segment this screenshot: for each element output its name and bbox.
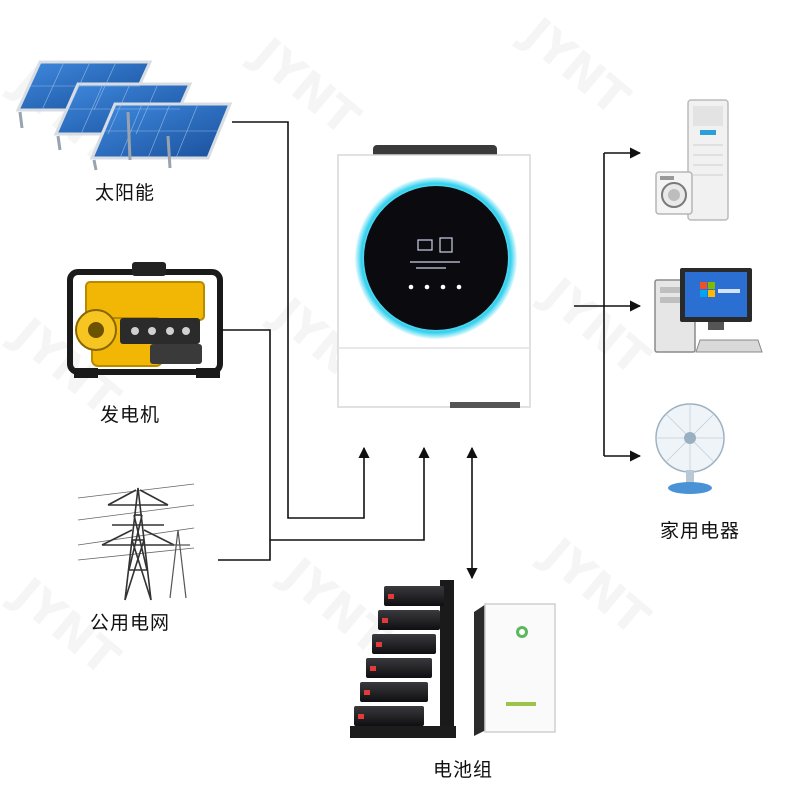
svg-text:JYNT: JYNT	[531, 265, 661, 386]
washing-machine-icon	[655, 171, 693, 215]
power-tower-icon	[77, 483, 195, 601]
connector-lines	[218, 121, 642, 580]
solar-to-inverter-line	[232, 121, 370, 519]
fan-icon	[655, 403, 725, 494]
battery-rack-icon	[350, 580, 456, 738]
solar-panel-icon	[15, 60, 233, 171]
svg-text:JYNT: JYNT	[241, 25, 371, 146]
appliances-label: 家用电器	[660, 520, 741, 542]
computer-icon	[654, 268, 763, 353]
grid-line	[218, 446, 430, 561]
generator-icon	[67, 262, 223, 378]
svg-text:JYNT: JYNT	[511, 5, 641, 126]
inverter-display-ring	[355, 177, 517, 339]
generator-line	[220, 329, 271, 540]
inverter-screen	[410, 237, 460, 269]
battery-label: 电池组	[433, 759, 494, 781]
inverter-icon	[337, 145, 531, 408]
wall-battery-icon	[474, 603, 556, 736]
solar-label: 太阳能	[95, 182, 156, 204]
air-conditioner-icon	[687, 99, 729, 221]
generator-label: 发电机	[100, 404, 161, 426]
battery-module	[354, 586, 444, 726]
grid-label: 公用电网	[90, 612, 171, 634]
